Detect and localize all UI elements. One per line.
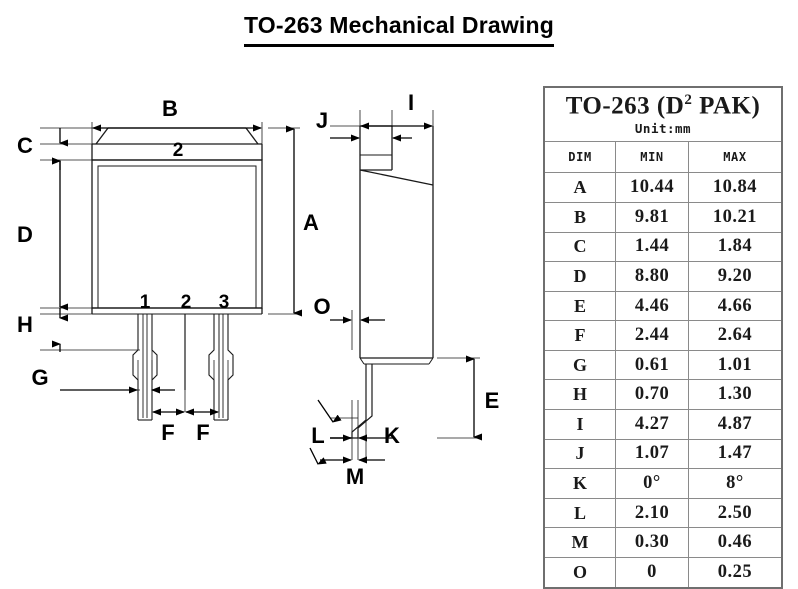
dim-label-L: L <box>311 423 324 448</box>
cell-dim: E <box>543 290 617 322</box>
cell-min: 1.44 <box>615 231 689 263</box>
table-header-row: DIM MIN MAX <box>543 141 783 174</box>
dim-label-F-right: F <box>196 420 209 445</box>
front-view-dimension-arrows <box>52 124 302 416</box>
cell-min: 0 <box>615 557 689 589</box>
cell-max: 1.47 <box>687 438 783 470</box>
table-title-text: TO-263 (D2 PAK) <box>545 92 781 119</box>
dim-label-H: H <box>17 312 33 337</box>
cell-max: 9.20 <box>687 261 783 292</box>
cell-min: 0.30 <box>615 527 689 559</box>
cell-dim: D <box>543 261 617 292</box>
cell-max: 1.84 <box>687 231 783 263</box>
page-title: TO-263 Mechanical Drawing <box>243 12 555 47</box>
dim-label-K: K <box>384 423 400 448</box>
mechanical-drawing-area: B A C D H G F F 2 1 2 3 I J O E L K M <box>0 60 535 560</box>
cell-dim: O <box>543 557 617 589</box>
cell-max: 2.64 <box>687 320 783 351</box>
cell-min: 9.81 <box>615 201 689 233</box>
dim-label-G: G <box>31 365 48 390</box>
column-header-min: MIN <box>615 141 689 174</box>
cell-min: 10.44 <box>615 172 689 203</box>
cell-dim: K <box>543 468 617 499</box>
table-title-row: TO-263 (D2 PAK) Unit:mm <box>543 86 783 143</box>
title-block: TO-263 Mechanical Drawing <box>0 12 798 47</box>
cell-max: 4.87 <box>687 409 783 440</box>
column-header-dim: DIM <box>543 141 617 174</box>
cell-max: 0.46 <box>687 527 783 559</box>
drawing-canvas: B A C D H G F F 2 1 2 3 I J O E L K M <box>17 90 500 489</box>
table-unit-label: Unit:mm <box>634 121 692 137</box>
cell-dim: M <box>543 527 617 559</box>
cell-min: 0.70 <box>615 379 689 411</box>
cell-min: 2.10 <box>615 497 689 529</box>
cell-max: 1.30 <box>687 379 783 411</box>
cell-max: 2.50 <box>687 497 783 529</box>
cell-min: 1.07 <box>615 438 689 470</box>
cell-min: 2.44 <box>615 320 689 351</box>
pin-label-1: 1 <box>140 292 151 313</box>
cell-dim: A <box>543 172 617 203</box>
cell-max: 1.01 <box>687 349 783 381</box>
cell-min: 4.46 <box>615 290 689 322</box>
dim-label-B: B <box>162 96 178 121</box>
side-view-outline <box>359 125 434 365</box>
dim-label-E: E <box>485 388 500 413</box>
cell-dim: C <box>543 231 617 263</box>
cell-max: 8° <box>687 468 783 499</box>
cell-min: 0° <box>615 468 689 499</box>
cell-dim: I <box>543 409 617 440</box>
dim-label-J: J <box>316 108 328 133</box>
cell-max: 10.21 <box>687 201 783 233</box>
cell-max: 4.66 <box>687 290 783 322</box>
dim-label-I: I <box>408 90 414 115</box>
dim-label-A: A <box>303 210 319 235</box>
cell-min: 0.61 <box>615 349 689 381</box>
cell-dim: J <box>543 438 617 470</box>
pin-label-3: 3 <box>219 292 230 313</box>
table-title-superscript: 2 <box>684 92 693 108</box>
cell-min: 4.27 <box>615 409 689 440</box>
cell-max: 10.84 <box>687 172 783 203</box>
table-title-cell: TO-263 (D2 PAK) Unit:mm <box>543 86 783 143</box>
dim-label-C: C <box>17 133 33 158</box>
dim-label-D: D <box>17 222 33 247</box>
cell-dim: B <box>543 201 617 233</box>
side-view-dimension-arrows <box>309 122 482 465</box>
dim-label-F-left: F <box>161 420 174 445</box>
cell-min: 8.80 <box>615 261 689 292</box>
cell-dim: F <box>543 320 617 351</box>
cell-max: 0.25 <box>687 557 783 589</box>
side-view-extension-lines <box>330 110 480 460</box>
cell-dim: G <box>543 349 617 381</box>
cell-dim: H <box>543 379 617 411</box>
table-title-prefix: TO-263 (D <box>565 92 685 120</box>
dim-label-O: O <box>313 294 330 319</box>
tab-label-2: 2 <box>173 140 184 161</box>
cell-dim: L <box>543 497 617 529</box>
table-title-suffix: PAK) <box>692 92 761 120</box>
dim-label-M: M <box>346 464 364 489</box>
pin-label-2: 2 <box>181 292 192 313</box>
column-header-max: MAX <box>687 141 783 174</box>
front-view-pins <box>132 314 234 421</box>
